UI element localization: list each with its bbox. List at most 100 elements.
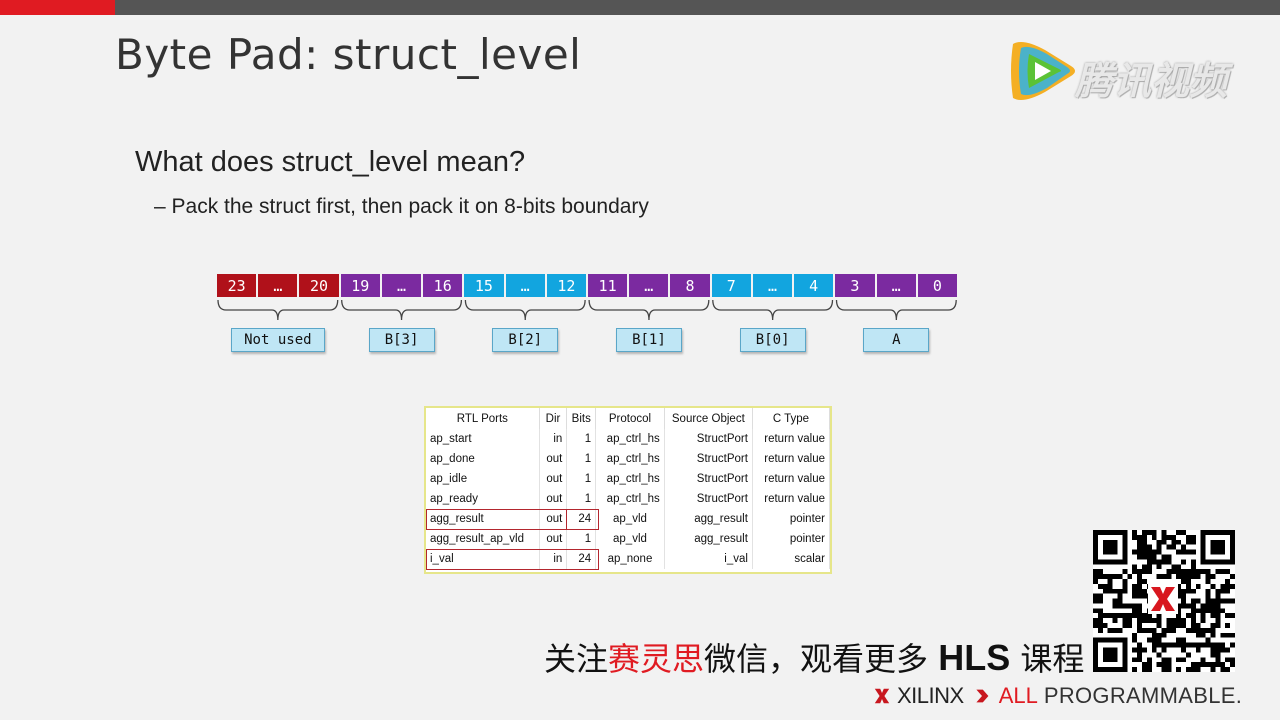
table-cell: 1 bbox=[566, 529, 597, 549]
table-cell: ap_none bbox=[595, 549, 665, 569]
promo-text-brand: 赛灵思 bbox=[608, 640, 705, 678]
table-header-cell: Protocol bbox=[595, 408, 665, 429]
table-cell: StructPort bbox=[664, 429, 753, 449]
bullet-text: What does struct_level mean? bbox=[135, 146, 526, 178]
xilinx-logo-icon bbox=[874, 688, 890, 704]
table-cell: ap_done bbox=[426, 449, 540, 469]
bit-group-label: B[1] bbox=[615, 328, 682, 352]
highlight-agg-result-bits bbox=[566, 509, 599, 530]
table-cell: agg_result_ap_vld bbox=[426, 529, 540, 549]
table-cell: out bbox=[539, 509, 568, 529]
table-header-cell: RTL Ports bbox=[426, 408, 540, 429]
table-cell: ap_ctrl_hs bbox=[595, 489, 665, 509]
promo-text-1: 关注 bbox=[544, 640, 609, 678]
bit-cell: 3 bbox=[834, 273, 876, 298]
table-cell: in bbox=[539, 429, 568, 449]
table-cell: return value bbox=[752, 489, 831, 509]
highlight-i-val-name bbox=[426, 549, 599, 570]
bit-group-label: B[2] bbox=[492, 328, 559, 352]
bit-group-label: A bbox=[863, 328, 930, 352]
table-cell: i_val bbox=[426, 549, 540, 569]
table-cell: ap_ready bbox=[426, 489, 540, 509]
table-cell: pointer bbox=[752, 529, 831, 549]
table-cell: ap_vld bbox=[595, 529, 665, 549]
bit-cell: 16 bbox=[422, 273, 464, 298]
xilinx-brand: XILINX bbox=[897, 683, 964, 708]
promo-text-3: 课程 bbox=[1010, 640, 1085, 678]
sub-bullet-text: – Pack the struct first, then pack it on… bbox=[154, 195, 649, 218]
table-cell: StructPort bbox=[664, 469, 753, 489]
table-cell: i_val bbox=[664, 549, 753, 569]
table-cell: agg_result bbox=[664, 529, 753, 549]
wechat-promo-text: 关注赛灵思微信，观看更多 HLS 课程 bbox=[544, 634, 1084, 680]
table-cell: out bbox=[539, 449, 568, 469]
top-bar bbox=[0, 0, 1280, 15]
table-cell: in bbox=[539, 549, 568, 569]
table-cell: 1 bbox=[566, 429, 597, 449]
bit-group-brace bbox=[712, 300, 834, 321]
bit-cell: 12 bbox=[545, 273, 587, 298]
table-cell: ap_start bbox=[426, 429, 540, 449]
bit-cell: … bbox=[875, 273, 917, 298]
table-cell: 24 bbox=[566, 549, 597, 569]
table-cell: return value bbox=[752, 449, 831, 469]
table-cell: out bbox=[539, 529, 568, 549]
bullet-item: What does struct_level mean? bbox=[123, 146, 525, 179]
bit-cell: 0 bbox=[916, 273, 958, 298]
bit-cell: 8 bbox=[669, 273, 711, 298]
tencent-video-watermark-text: 腾讯视频 bbox=[1075, 59, 1228, 103]
table-cell: return value bbox=[752, 469, 831, 489]
table-cell: 1 bbox=[566, 489, 597, 509]
table-cell: ap_idle bbox=[426, 469, 540, 489]
promo-text-hls: HLS bbox=[938, 637, 1011, 678]
table-header-cell: C Type bbox=[752, 408, 831, 429]
bit-cell: 7 bbox=[710, 273, 752, 298]
bit-cell: 15 bbox=[463, 273, 505, 298]
bit-group-braces bbox=[217, 300, 957, 321]
bit-group-label: B[3] bbox=[368, 328, 435, 352]
bit-cell: … bbox=[504, 273, 546, 298]
table-cell: return value bbox=[752, 429, 831, 449]
bit-cell: 11 bbox=[586, 273, 629, 298]
bit-group-brace bbox=[464, 300, 586, 321]
table-cell: pointer bbox=[752, 509, 831, 529]
table-cell: StructPort bbox=[664, 449, 753, 469]
xilinx-footer: XILINX ALL PROGRAMMABLE. bbox=[873, 683, 1242, 709]
bit-group-brace bbox=[835, 300, 957, 321]
table-cell: 24 bbox=[566, 509, 597, 529]
table-header-cell: Dir bbox=[539, 408, 568, 429]
top-bar-accent bbox=[0, 0, 115, 15]
bit-cell: 20 bbox=[298, 273, 340, 298]
bit-group-label: B[0] bbox=[739, 328, 806, 352]
promo-text-2: 微信，观看更多 bbox=[704, 640, 939, 678]
xilinx-logo-icon bbox=[1148, 584, 1178, 614]
tagline-programmable: PROGRAMMABLE. bbox=[1043, 683, 1243, 708]
bit-cell: … bbox=[628, 273, 670, 298]
table-cell: agg_result bbox=[664, 509, 753, 529]
bit-cell: … bbox=[380, 273, 423, 298]
table-cell: ap_vld bbox=[595, 509, 665, 529]
table-cell: out bbox=[539, 489, 568, 509]
table-header-cell: Bits bbox=[566, 408, 597, 429]
table-cell: StructPort bbox=[664, 489, 753, 509]
bit-group-brace bbox=[341, 300, 463, 321]
bit-cell: 19 bbox=[339, 273, 381, 298]
bit-cell: … bbox=[751, 273, 794, 298]
bit-group-brace bbox=[217, 300, 339, 321]
bit-group-brace bbox=[588, 300, 710, 321]
table-header-cell: Source Object bbox=[664, 408, 753, 429]
tencent-video-play-icon bbox=[1011, 42, 1075, 100]
table-cell: 1 bbox=[566, 449, 597, 469]
table-cell: ap_ctrl_hs bbox=[595, 449, 665, 469]
table-cell: scalar bbox=[752, 549, 831, 569]
